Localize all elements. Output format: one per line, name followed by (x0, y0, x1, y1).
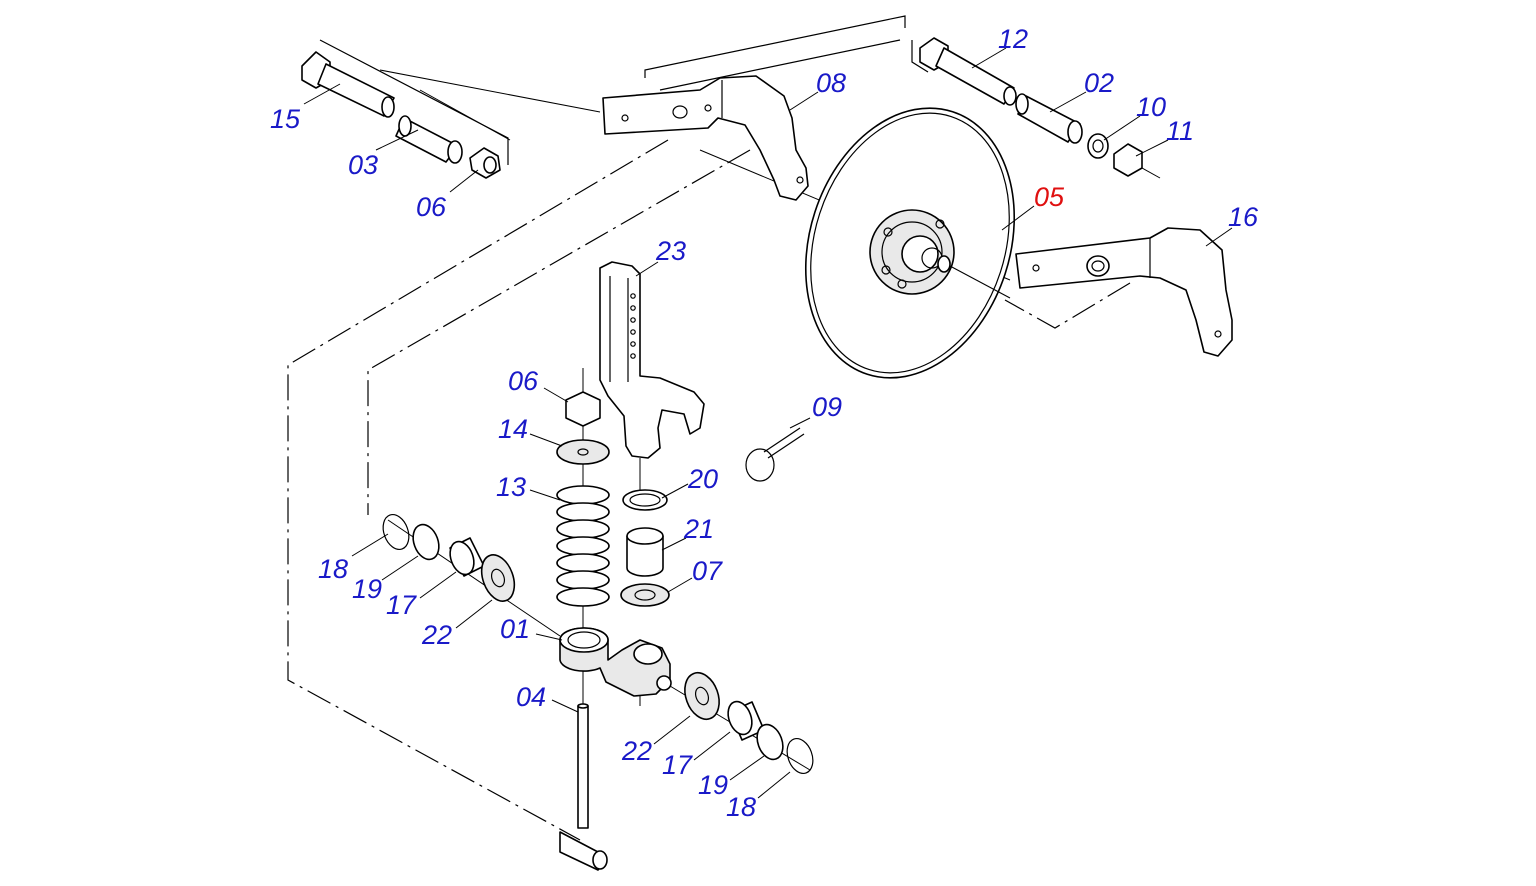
callout-label: 17 (662, 750, 693, 780)
callout-label: 20 (687, 464, 718, 494)
bushing-stack (620, 489, 670, 607)
callout-label: 08 (816, 68, 846, 98)
arm-16 (1015, 227, 1233, 357)
callout-label: 22 (621, 736, 652, 766)
callout-label: 19 (352, 574, 382, 604)
callout-label: 18 (318, 554, 348, 584)
callout-label: 04 (516, 682, 546, 712)
callout-label: 06 (416, 192, 447, 222)
callout-label: 03 (348, 150, 378, 180)
right-bearing-stack (669, 671, 814, 775)
callout-label: 15 (270, 104, 301, 134)
left-bearing-stack (382, 513, 561, 637)
callout-label: 09 (812, 392, 842, 422)
frame-outline (319, 15, 929, 165)
spring-stack (556, 368, 610, 740)
callout-label: 16 (1228, 202, 1259, 232)
callout-label-highlighted: 05 (1034, 182, 1065, 212)
disc-05 (804, 107, 1016, 379)
callout-label: 14 (498, 414, 528, 444)
callout-label: 11 (1166, 116, 1194, 146)
leader-lines (303, 47, 1233, 799)
callout-label: 23 (655, 236, 686, 266)
bolt-assembly-left (301, 51, 501, 179)
callout-label: 12 (998, 24, 1028, 54)
bracket-23 (599, 261, 705, 490)
bolt-assembly-right (919, 37, 1161, 179)
callout-label: 01 (500, 614, 530, 644)
callout-label: 13 (496, 472, 526, 502)
callout-label: 19 (698, 770, 728, 800)
callout-labels: 15 03 06 12 02 10 11 08 05 16 23 06 14 1… (270, 24, 1259, 822)
arm-08 (602, 75, 809, 201)
housing-01 (559, 627, 672, 706)
callout-label: 17 (386, 590, 417, 620)
callout-label: 21 (683, 514, 714, 544)
callout-label: 07 (692, 556, 723, 586)
pin-09 (745, 427, 805, 482)
callout-label: 06 (508, 366, 539, 396)
rod-04 (559, 703, 608, 871)
callout-label: 02 (1084, 68, 1114, 98)
callout-label: 22 (421, 620, 452, 650)
callout-label: 18 (726, 792, 756, 822)
callout-label: 10 (1136, 92, 1166, 122)
